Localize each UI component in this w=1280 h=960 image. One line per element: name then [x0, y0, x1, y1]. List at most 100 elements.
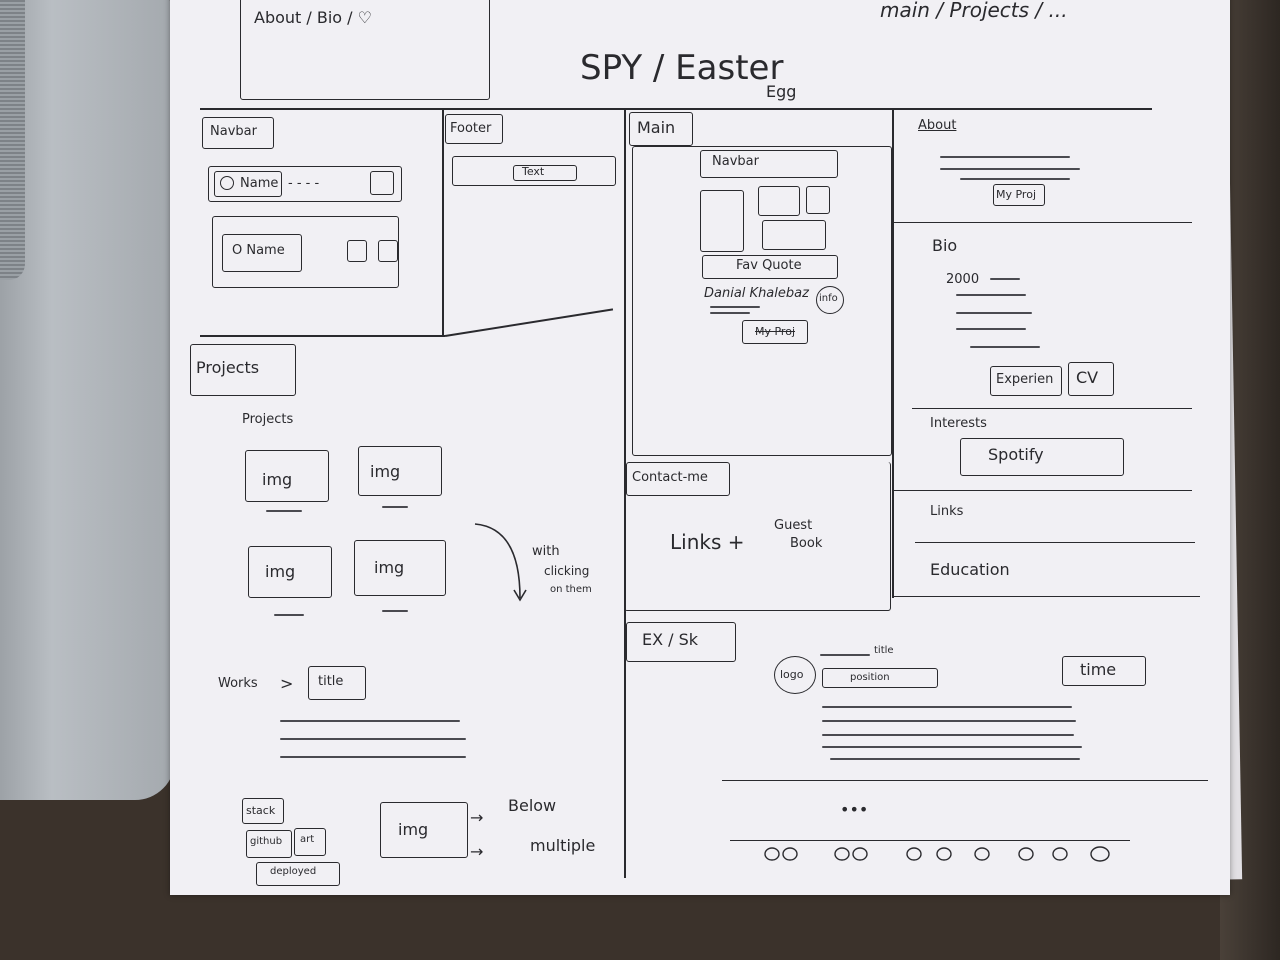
scribble — [382, 610, 408, 612]
works-title-box — [308, 666, 366, 700]
main-navbar-box — [700, 150, 838, 178]
contact-links: Links + — [670, 530, 745, 554]
center-divider — [624, 108, 626, 878]
projects-label: Projects — [196, 358, 260, 377]
sketch-paper: About / Bio / ♡ main / Projects / ... SP… — [170, 0, 1230, 895]
project-tile-1-label: img — [262, 470, 293, 489]
page-title: SPY / Easter — [580, 48, 784, 88]
navbar-section-right — [442, 108, 444, 336]
interests-label: Interests — [930, 416, 987, 431]
projects-label-box — [190, 344, 296, 396]
art-label: art — [300, 834, 315, 845]
contact-guest: Guest — [774, 518, 813, 533]
scribble — [990, 278, 1020, 280]
links-label: Links — [930, 504, 964, 519]
experience-button — [990, 366, 1062, 396]
project-tile-2-label: img — [370, 462, 401, 481]
github-label: github — [250, 836, 283, 847]
footer-bar — [452, 156, 616, 186]
info-badge: info — [819, 293, 838, 304]
scribble — [280, 720, 460, 722]
scribble — [266, 510, 302, 512]
sun-icon — [347, 240, 367, 262]
bio-label: Bio — [932, 236, 958, 255]
works-label: Works — [218, 676, 258, 691]
chevron-right-icon: > — [280, 674, 294, 693]
main-phone-frame — [632, 146, 892, 456]
menu-icon — [378, 240, 398, 262]
scribble — [940, 168, 1080, 170]
scribble — [940, 156, 1070, 158]
works-img-box — [380, 802, 468, 858]
navbar-bar-1-name: Name — [240, 176, 279, 191]
carousel-dots-icon — [764, 846, 1110, 862]
contact-frame — [624, 462, 891, 611]
person-name: Danial Khalebaz — [704, 286, 809, 301]
scribble — [960, 178, 1070, 180]
deployed-label: deployed — [270, 866, 317, 877]
links-divider — [915, 542, 1195, 544]
spotify-label: Spotify — [988, 445, 1044, 464]
contact-label-box — [626, 462, 730, 496]
project-tile-1 — [245, 450, 329, 502]
projects-heading: Projects — [242, 412, 294, 427]
note-line-3: on them — [550, 584, 592, 595]
exsk-label: EX / Sk — [642, 630, 699, 649]
scribble — [382, 506, 408, 508]
deployed-box — [256, 862, 340, 886]
about-divider — [892, 222, 1192, 224]
scribble — [710, 312, 750, 314]
scribble — [820, 654, 870, 656]
tile-3 — [806, 186, 830, 214]
navbar-bar-2 — [212, 216, 399, 288]
tile-4 — [762, 220, 826, 250]
laptop-speaker-grill — [0, 0, 25, 280]
below-label: Below — [508, 796, 557, 815]
contact-label: Contact-me — [632, 470, 708, 485]
top-right-text: main / Projects / ... — [880, 0, 1068, 22]
project-tile-2 — [358, 446, 442, 496]
tile-2 — [758, 186, 800, 216]
logo-label: logo — [780, 668, 804, 681]
cv-button — [1068, 362, 1114, 396]
main-label-box — [629, 112, 693, 146]
navbar-bar-1-name-box — [214, 171, 282, 197]
about-label: About — [918, 118, 957, 133]
footer-label-box — [445, 114, 503, 144]
scribble — [822, 734, 1074, 736]
dash-line: - - - - — [288, 176, 320, 191]
github-box — [246, 830, 292, 858]
about-my-proj: My Proj — [996, 188, 1037, 201]
theme-icon — [370, 171, 394, 195]
scribble — [956, 328, 1026, 330]
main-label: Main — [637, 118, 676, 137]
multiple-label: multiple — [530, 836, 596, 855]
navbar-bar-1 — [208, 166, 402, 202]
footer-text: Text — [522, 165, 545, 178]
scribble — [822, 746, 1082, 748]
navbar-label: Navbar — [210, 124, 257, 139]
logo-circle — [774, 656, 816, 694]
time-label: time — [1080, 660, 1117, 679]
bio-year: 2000 — [946, 272, 980, 287]
fav-quote-box — [702, 255, 838, 279]
bio-divider — [912, 408, 1192, 410]
my-proj-button — [742, 320, 808, 344]
cv-label: CV — [1076, 368, 1099, 387]
footer-section-diag — [444, 308, 614, 337]
works-title: title — [318, 674, 344, 689]
stack-label: stack — [246, 804, 276, 817]
footer-label: Footer — [450, 121, 492, 136]
scribble — [830, 758, 1080, 760]
project-tile-4-label: img — [374, 558, 405, 577]
footer-text-box — [513, 165, 577, 181]
scribble — [280, 738, 466, 740]
info-badge-circle — [816, 286, 844, 314]
note-line-1: with — [532, 544, 560, 559]
scribble — [956, 312, 1032, 314]
education-divider — [892, 596, 1200, 598]
contact-book: Book — [790, 536, 823, 551]
project-tile-3 — [248, 546, 332, 598]
page-title-sub: Egg — [766, 82, 797, 101]
position-box — [822, 668, 938, 688]
